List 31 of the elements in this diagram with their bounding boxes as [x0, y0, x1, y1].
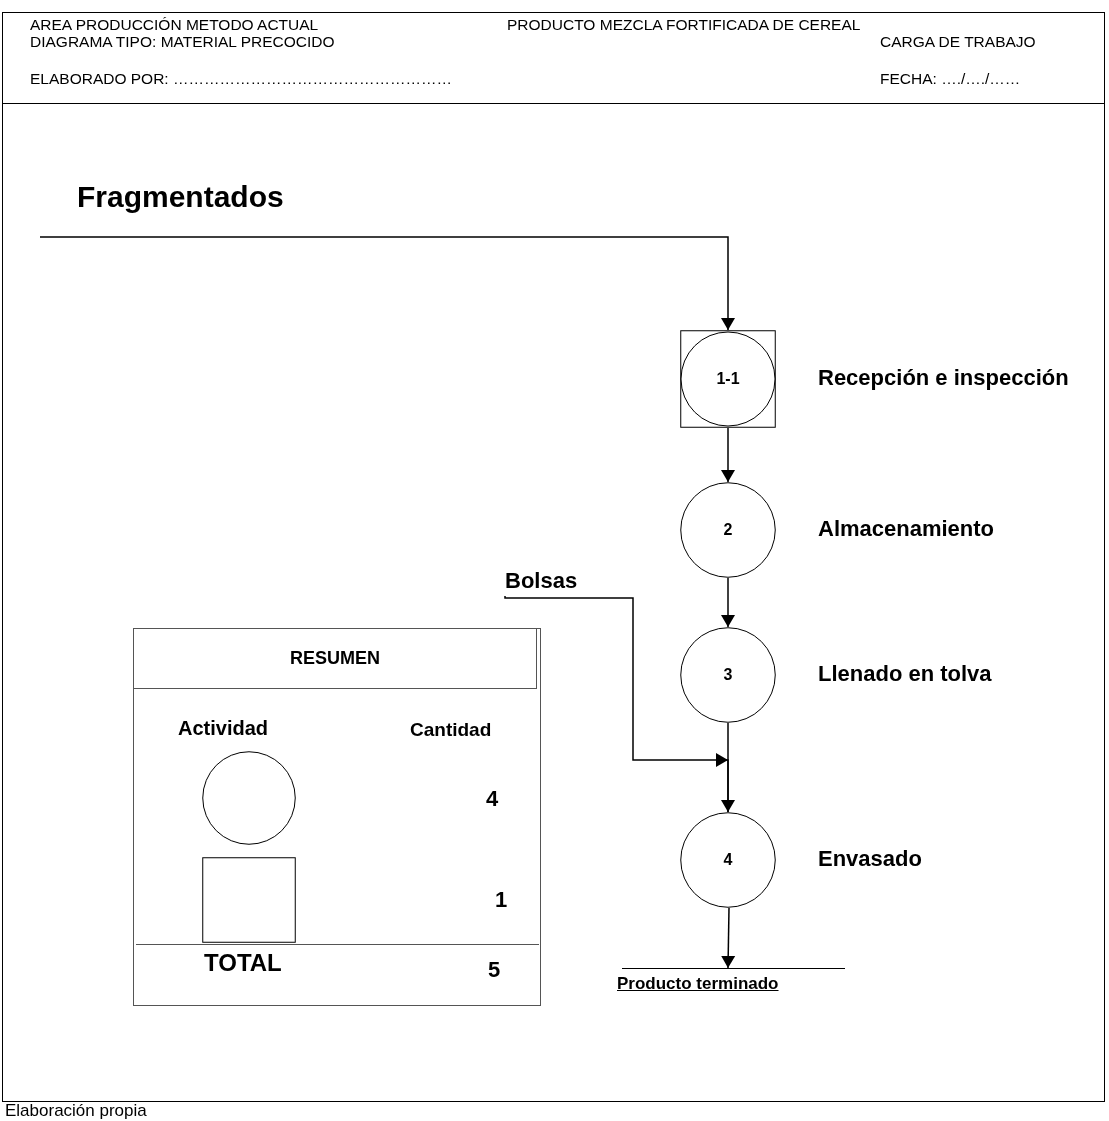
step-number: 3: [723, 666, 733, 684]
step-label: Almacenamiento: [818, 516, 995, 542]
end-label: Producto terminado: [617, 974, 779, 994]
column-heading: Cantidad: [410, 719, 492, 741]
arrow: [39, 236, 735, 331]
step-label: Recepción e inspección: [818, 365, 1069, 391]
arrow: [504, 595, 729, 813]
step-number: 2: [723, 521, 733, 539]
count-value: 4: [486, 786, 499, 812]
arrow: [721, 577, 735, 628]
arrow: [721, 907, 736, 969]
total-label: TOTAL: [204, 949, 282, 977]
step-number: 4: [723, 851, 733, 869]
header-text: CARGA DE TRABAJO: [880, 33, 1036, 50]
header-text: FECHA: …./…./……: [880, 70, 1021, 87]
column-heading: Actividad: [178, 717, 269, 740]
step-label: Llenado en tolva: [818, 661, 992, 687]
count-value: 5: [488, 957, 501, 983]
caption: Elaboración propia: [5, 1101, 147, 1121]
count-value: 1: [495, 887, 508, 913]
header-text: PRODUCTO MEZCLA FORTIFICADA DE CEREAL: [507, 16, 861, 33]
header-text: ELABORADO POR: ………………………………………………: [30, 70, 452, 87]
header-text: DIAGRAMA TIPO: MATERIAL PRECOCIDO: [30, 33, 335, 50]
arrow: [721, 427, 735, 483]
input-label: Fragmentados: [77, 180, 284, 214]
header-text: AREA PRODUCCIÓN METODO ACTUAL: [30, 16, 319, 33]
step-number: 1-1: [716, 370, 740, 388]
summary-table: [133, 628, 541, 1006]
input-label: Bolsas: [505, 568, 578, 594]
step-label: Envasado: [818, 846, 922, 872]
table-header: RESUMEN: [134, 629, 537, 689]
